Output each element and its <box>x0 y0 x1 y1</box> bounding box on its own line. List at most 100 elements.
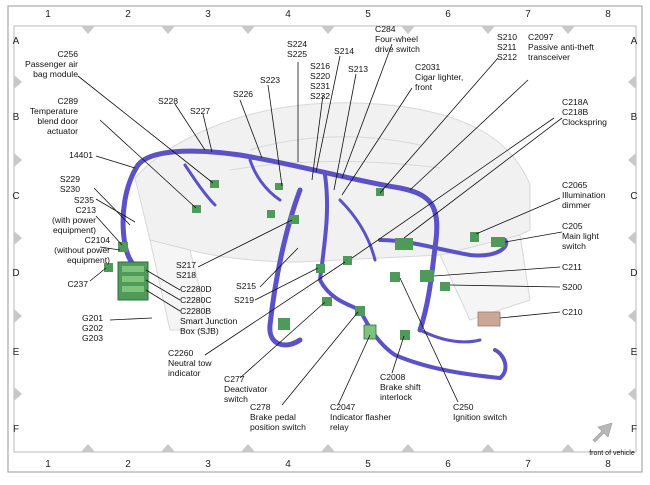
connector-s223 <box>275 183 283 190</box>
label-c2047-line: relay <box>330 422 349 432</box>
label-c2065-line: C2065 <box>562 180 588 190</box>
label-s227: S227 <box>190 106 210 116</box>
label-c2104-line: (without power <box>54 245 110 255</box>
label-c2260-line: Neutral tow <box>168 358 212 368</box>
edge-marker <box>628 153 636 167</box>
connector-s200 <box>440 282 450 291</box>
label-s224-line: S224 <box>287 39 307 49</box>
connector-c277 <box>322 297 332 306</box>
edge-marker <box>628 387 636 401</box>
grid-row-E-left: E <box>13 347 20 358</box>
connector-c213 <box>118 242 128 252</box>
edge-marker <box>14 231 22 245</box>
outer-border <box>7 5 643 473</box>
connector-c2280c <box>122 276 144 282</box>
label-s213-line: S213 <box>348 64 368 74</box>
label-s219: S219 <box>234 295 254 305</box>
label-c210: C210 <box>562 307 583 317</box>
grid-col-7-top: 7 <box>525 9 531 20</box>
label-c2047-line: Indicator flasher <box>330 412 391 422</box>
leader-14401 <box>95 155 136 169</box>
label-s216-line: S231 <box>310 81 330 91</box>
label-s217-line: S218 <box>176 270 196 280</box>
label-s213: S213 <box>348 64 368 74</box>
leader-s223 <box>267 84 283 187</box>
label-s235-line: S235 <box>74 195 94 205</box>
label-s223: S223 <box>260 75 280 85</box>
label-s215-line: S215 <box>236 281 256 291</box>
grid-edge-markers <box>14 26 636 452</box>
label-c211-line: C211 <box>562 262 582 272</box>
edge-marker <box>321 444 335 452</box>
edge-marker <box>628 231 636 245</box>
leader-s210 <box>379 57 499 194</box>
grid-row-D-right: D <box>630 268 637 279</box>
leader-s213 <box>333 73 357 191</box>
label-s227-line: S227 <box>190 106 210 116</box>
grid-col-1-bottom: 1 <box>45 459 51 470</box>
edge-marker <box>321 26 335 34</box>
label-c284-line: C284 <box>375 24 396 34</box>
label-c278-line: Brake pedal <box>250 412 296 422</box>
label-c256-line: C256 <box>57 49 78 59</box>
grid-row-E-right: E <box>631 347 638 358</box>
leader-c2280c <box>145 279 181 301</box>
grid-col-6-bottom: 6 <box>445 459 451 470</box>
label-s217-line: S217 <box>176 260 196 270</box>
grid-col-2-bottom: 2 <box>125 459 131 470</box>
connector-c210 <box>477 311 501 327</box>
grid-col-3-top: 3 <box>205 9 211 20</box>
label-c250-line: Ignition switch <box>453 412 507 422</box>
leader-c205 <box>504 231 563 243</box>
edge-marker <box>628 309 636 323</box>
label-c2097-line: transceiver <box>528 52 570 62</box>
label-s214-line: S214 <box>334 46 354 56</box>
grid-col-4-top: 4 <box>285 9 291 20</box>
edge-marker <box>14 153 22 167</box>
edge-marker <box>14 309 22 323</box>
leader-s219 <box>254 267 319 301</box>
label-c2065-line: Illumination <box>562 190 606 200</box>
label-c2065-line: dimmer <box>562 200 591 210</box>
edge-marker <box>628 75 636 89</box>
label-c2280b-line: Box (SJB) <box>180 326 219 336</box>
leader-s215 <box>259 247 299 288</box>
connector-c2260 <box>278 318 290 330</box>
connector-c205 <box>491 237 505 247</box>
grid-row-A-left: A <box>13 36 20 47</box>
label-s229-line: S230 <box>60 184 80 194</box>
label-c213-line: equipment) <box>53 225 96 235</box>
label-s200-line: S200 <box>562 282 582 292</box>
leader-c284 <box>341 43 393 179</box>
label-c250-line: C250 <box>453 402 474 412</box>
leader-c2280b <box>145 289 181 312</box>
leader-c250 <box>399 277 459 403</box>
leader-c210 <box>499 311 561 319</box>
connector-c2047 <box>363 324 377 340</box>
connector-c256 <box>210 180 219 188</box>
connector-c2065 <box>470 232 479 242</box>
grid-row-C-right: C <box>630 191 637 202</box>
edge-marker <box>401 444 415 452</box>
connector-s217 <box>289 215 299 224</box>
edge-marker <box>161 444 175 452</box>
edge-marker <box>241 26 255 34</box>
label-c2008-line: interlock <box>380 392 413 402</box>
grid-col-1-top: 1 <box>45 9 51 20</box>
label-c278-line: C278 <box>250 402 271 412</box>
label-c213-line: C213 <box>75 205 96 215</box>
label-c2097-line: Passive anti-theft <box>528 42 595 52</box>
label-wire14401: 14401 <box>69 150 93 160</box>
grid-row-F-left: F <box>13 424 19 435</box>
label-s216-line: S216 <box>310 61 330 71</box>
label-c218a-line: Clockspring <box>562 117 607 127</box>
leader-c218a <box>351 117 555 259</box>
edge-marker <box>561 26 575 34</box>
